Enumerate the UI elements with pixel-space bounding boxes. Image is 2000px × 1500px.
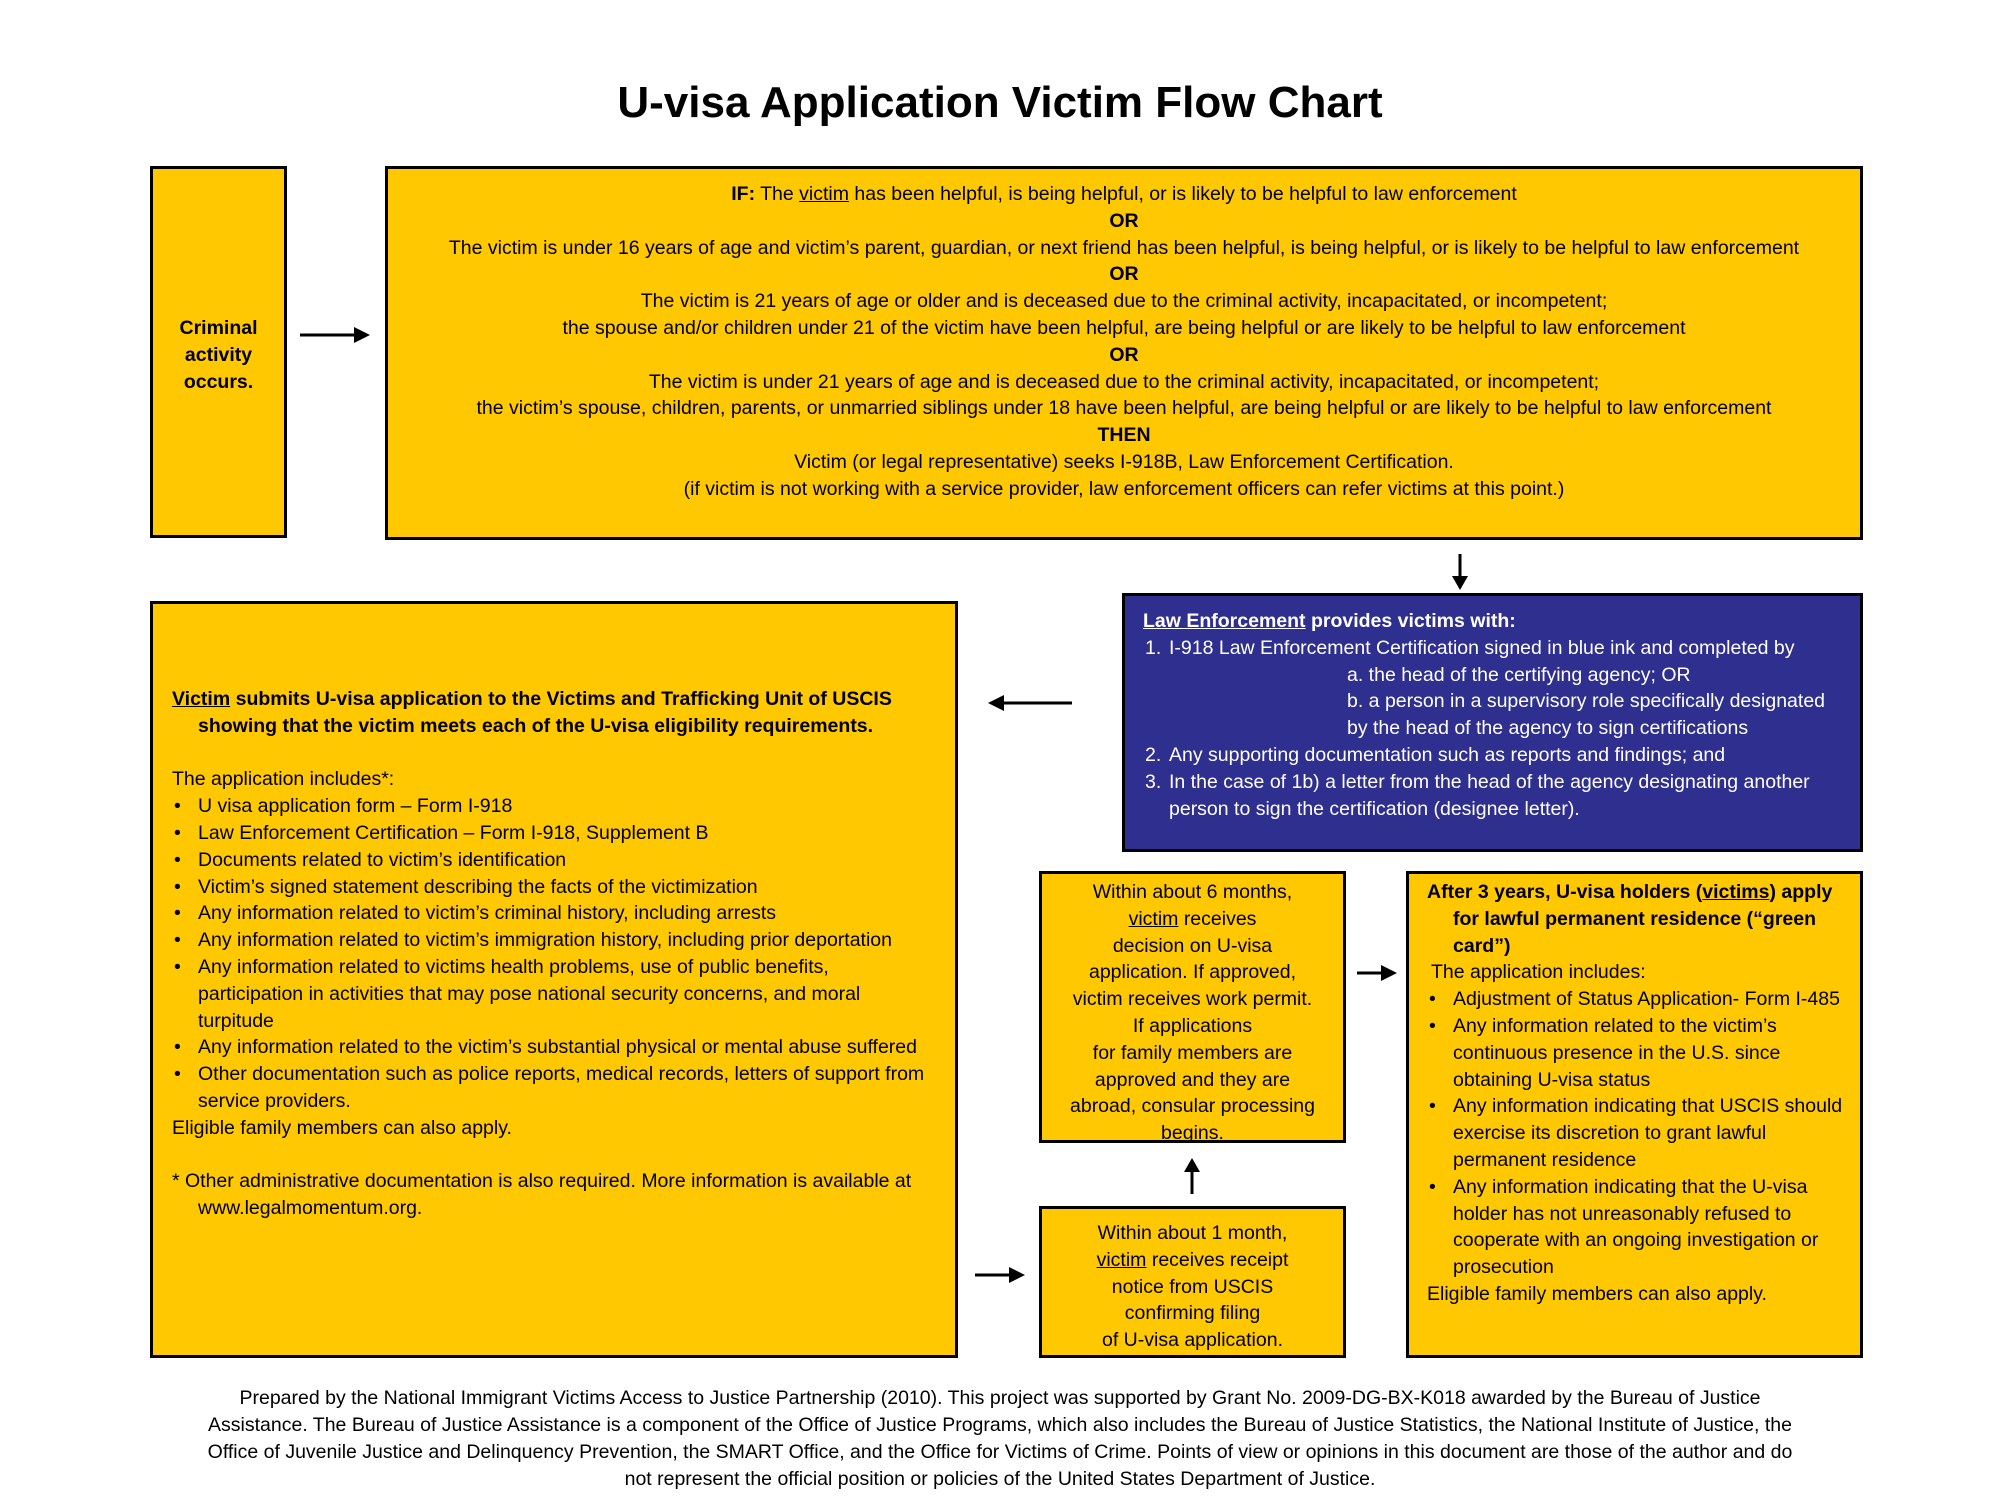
- condition-line-3b: the spouse and/or children under 21 of t…: [562, 316, 1686, 339]
- law-enforcement-list: 1. I-918 Law Enforcement Certification s…: [1143, 635, 1846, 823]
- text: abroad, consular processing: [1070, 1095, 1315, 1118]
- condition-line-3a: The victim is 21 years of age or older a…: [640, 290, 1608, 313]
- list-item: Any information related to victim’s immi…: [172, 927, 931, 954]
- text: application. If approved,: [1088, 961, 1297, 984]
- text: approved and they are: [1094, 1068, 1291, 1091]
- green-card-heading: After 3 years, U-visa holders (victims) …: [1427, 879, 1848, 959]
- list-item: 2. Any supporting documentation such as …: [1143, 742, 1846, 769]
- text: ) apply for lawful permanent residence (…: [1453, 881, 1833, 957]
- text: decision on U-visa: [1112, 934, 1273, 957]
- list-item: Victim’s signed statement describing the…: [172, 874, 931, 901]
- list-item: Other documentation such as police repor…: [172, 1061, 931, 1115]
- text: victim receives: [1042, 906, 1343, 933]
- condition-line-1: IF: The victim has been helpful, is bein…: [388, 181, 1860, 208]
- list-subitem: b. a person in a supervisory role specif…: [1347, 690, 1826, 713]
- text: receives receipt: [1151, 1248, 1289, 1271]
- criminal-line: activity: [184, 343, 253, 366]
- law-enforcement-heading: Law Enforcement provides victims with:: [1143, 608, 1846, 635]
- page-title: U-visa Application Victim Flow Chart: [617, 78, 1383, 127]
- arrow-right-icon: [975, 1267, 1025, 1283]
- list-item: Any information indicating that USCIS sh…: [1427, 1093, 1848, 1173]
- list-text: Any supporting documentation such as rep…: [1169, 743, 1726, 766]
- includes-label: The application includes*:: [172, 768, 395, 791]
- text: has been helpful, is being helpful, or i…: [854, 183, 1517, 205]
- footer-credits: Prepared by the National Immigrant Victi…: [207, 1387, 1793, 1490]
- or-label: OR: [1109, 263, 1139, 286]
- victim-term: Victim: [172, 688, 231, 710]
- arrow-left-icon: [988, 695, 1072, 711]
- text: notice from USCIS: [1111, 1275, 1274, 1298]
- green-card-items-list: Adjustment of Status Application- Form I…: [1427, 986, 1848, 1281]
- law-enforcement-term: Law Enforcement: [1143, 610, 1306, 632]
- criminal-line: Criminal: [179, 317, 258, 339]
- then-line-2: (if victim is not working with a service…: [683, 477, 1565, 500]
- list-text: In the case of 1b) a letter from the hea…: [1169, 770, 1810, 820]
- text: Within about 1 month,: [1097, 1222, 1288, 1244]
- list-number: 1.: [1145, 636, 1162, 659]
- list-item: Any information related to the victim’s …: [172, 1034, 931, 1061]
- list-item: Documents related to victim’s identifica…: [172, 847, 931, 874]
- text: victim receives work permit.: [1072, 988, 1313, 1011]
- text: begins.: [1161, 1122, 1224, 1145]
- or-label: OR: [1109, 343, 1139, 366]
- footnote: * Other administrative documentation is …: [172, 1170, 912, 1220]
- arrow-down-icon: [1452, 554, 1468, 590]
- criminal-line: occurs.: [183, 370, 254, 393]
- list-item: Adjustment of Status Application- Form I…: [1427, 986, 1848, 1013]
- then-label: THEN: [1097, 424, 1151, 447]
- victim-heading: Victim submits U-visa application to the…: [172, 686, 931, 713]
- victim-term: victim: [1128, 907, 1179, 930]
- criminal-activity-box: Criminal activity occurs.: [150, 166, 287, 538]
- list-item: Any information related to victims healt…: [172, 954, 931, 1034]
- eligible-note: Eligible family members can also apply.: [1427, 1282, 1767, 1305]
- text: victim receives receipt: [1042, 1247, 1343, 1274]
- green-card-box: After 3 years, U-visa holders (victims) …: [1406, 871, 1863, 1358]
- list-item: U visa application form – Form I-918: [172, 793, 931, 820]
- text: submits U-visa application to the Victim…: [235, 688, 892, 710]
- victims-term: victims: [1702, 881, 1770, 903]
- list-subitem: a. the head of the certifying agency; OR: [1347, 663, 1691, 686]
- victim-application-box: Victim submits U-visa application to the…: [150, 601, 958, 1358]
- text: confirming filing: [1124, 1302, 1261, 1325]
- list-item: 3. In the case of 1b) a letter from the …: [1143, 769, 1846, 823]
- law-enforcement-box: Law Enforcement provides victims with: 1…: [1122, 593, 1863, 852]
- text: of U-visa application.: [1101, 1329, 1283, 1352]
- text: receives: [1183, 907, 1257, 930]
- text: provides victims with:: [1310, 610, 1516, 632]
- victim-term: victim: [799, 183, 849, 205]
- text: The: [760, 183, 794, 205]
- text: If applications: [1132, 1014, 1253, 1037]
- text: After 3 years, U-visa holders (: [1427, 881, 1703, 903]
- list-number: 2.: [1145, 743, 1162, 766]
- eligible-note: Eligible family members can also apply.: [172, 1116, 512, 1139]
- list-item: Any information related to victim’s crim…: [172, 900, 931, 927]
- text: for family members are: [1092, 1041, 1293, 1064]
- list-item: Any information related to the victim’s …: [1427, 1013, 1848, 1093]
- application-items-list: U visa application form – Form I-918 Law…: [172, 793, 931, 1115]
- receipt-notice-box: Within about 1 month, victim receives re…: [1039, 1206, 1346, 1358]
- list-item: 1. I-918 Law Enforcement Certification s…: [1143, 635, 1846, 662]
- list-item: Law Enforcement Certification – Form I-9…: [172, 820, 931, 847]
- or-label: OR: [1109, 209, 1139, 232]
- arrow-right-icon: [1357, 965, 1397, 981]
- if-label: IF:: [731, 183, 756, 205]
- includes-label: The application includes:: [1431, 961, 1646, 984]
- condition-line-4a: The victim is under 21 years of age and …: [648, 370, 1600, 393]
- decision-box: Within about 6 months, victim receives d…: [1039, 871, 1346, 1144]
- spacer: [172, 740, 931, 767]
- list-subitem: by the head of the agency to sign certif…: [1347, 717, 1749, 740]
- text: Within about 6 months,: [1092, 881, 1293, 903]
- victim-heading-line2: showing that the victim meets each of th…: [198, 714, 874, 737]
- list-text: I-918 Law Enforcement Certification sign…: [1169, 636, 1795, 659]
- arrow-right-icon: [300, 327, 370, 343]
- list-item: Any information indicating that the U-vi…: [1427, 1174, 1848, 1281]
- list-number: 3.: [1145, 770, 1162, 793]
- then-line-1: Victim (or legal representative) seeks I…: [794, 450, 1454, 473]
- spacer: [172, 1142, 931, 1169]
- eligibility-conditions-box: IF: The victim has been helpful, is bein…: [385, 166, 1863, 540]
- arrow-up-icon: [1184, 1158, 1200, 1194]
- victim-term: victim: [1096, 1248, 1147, 1271]
- condition-line-4b: the victim’s spouse, children, parents, …: [476, 397, 1772, 420]
- condition-line-2: The victim is under 16 years of age and …: [448, 236, 1800, 259]
